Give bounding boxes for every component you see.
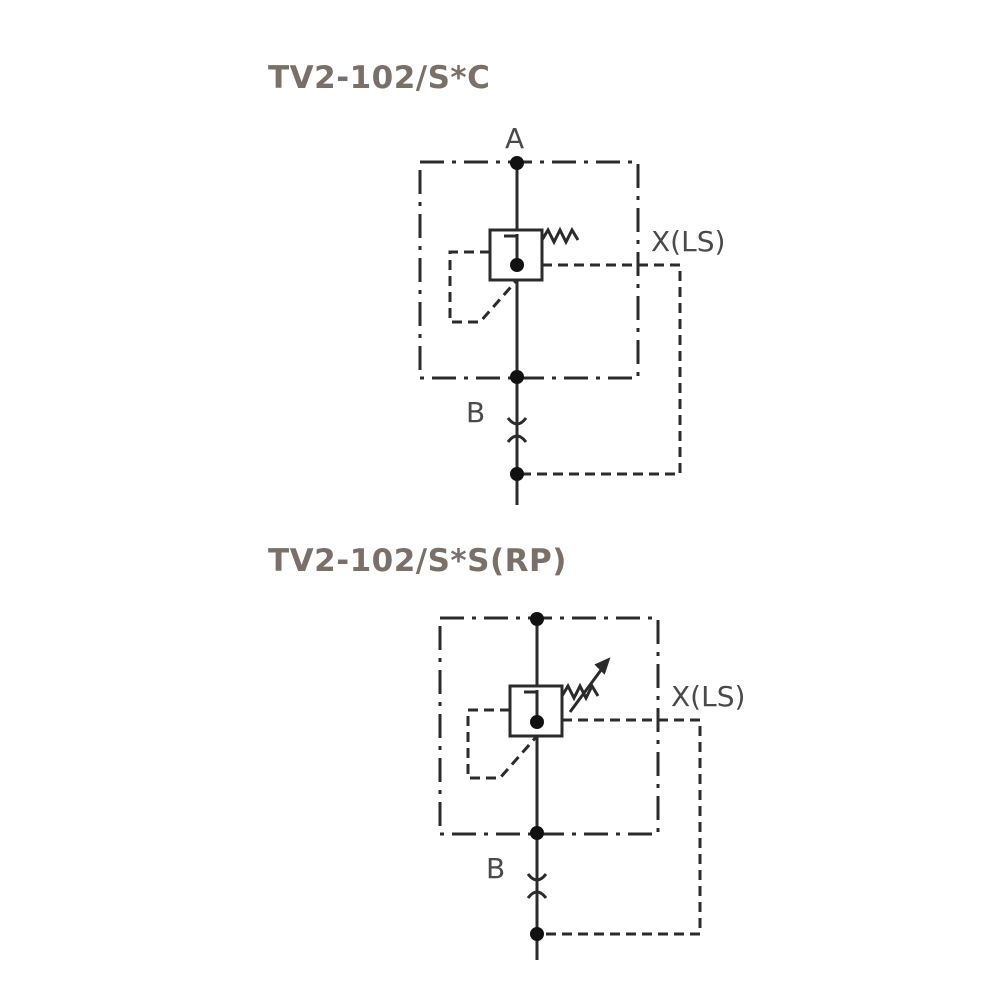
port-x-label: X(LS)	[651, 225, 725, 258]
junction-dot-outlet	[510, 467, 524, 481]
port-b-label: B	[466, 396, 485, 429]
diagram-1-title: TV2-102/S*C	[268, 60, 491, 96]
junction-dot-pilot	[510, 258, 524, 272]
internal-pilot-line	[466, 708, 539, 780]
junction-dot-outlet	[530, 927, 544, 941]
external-pilot-line	[517, 263, 682, 476]
orifice-icon	[526, 873, 548, 899]
adjustable-spring-icon	[560, 682, 600, 702]
spring-icon	[540, 226, 580, 246]
junction-dot-pilot	[530, 715, 544, 729]
orifice-icon	[506, 417, 528, 443]
adjust-arrow-head	[594, 657, 611, 675]
junction-dot-a	[510, 156, 524, 170]
adjust-arrow	[568, 665, 606, 713]
diagram-2	[438, 612, 702, 960]
junction-dot-b	[530, 826, 544, 840]
external-pilot-line	[537, 718, 702, 936]
port-a-label: A	[505, 122, 524, 155]
junction-dot-b	[510, 370, 524, 384]
diagram-2-title: TV2-102/S*S(RP)	[268, 543, 567, 579]
diagram-1	[418, 156, 682, 505]
port-x-label: X(LS)	[671, 680, 745, 713]
junction-dot-a	[530, 612, 544, 626]
port-b-label: B	[486, 852, 505, 885]
